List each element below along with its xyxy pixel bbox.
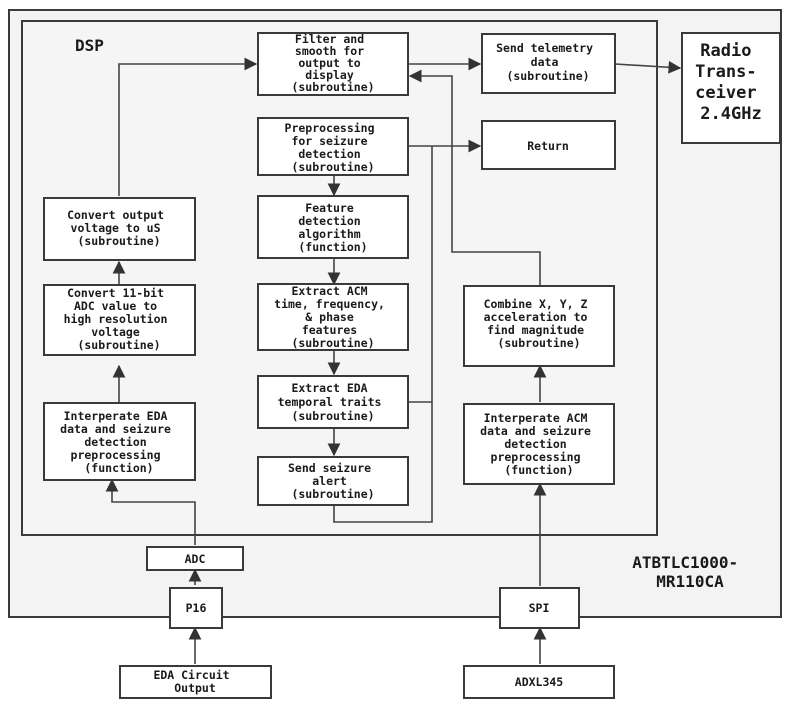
box-seizure-alert: Send seizure alert (subroutine) xyxy=(257,456,409,506)
box-convert-us: Convert output voltage to uS (subroutine… xyxy=(43,197,196,261)
chip-title: ATBTLC1000- MR110CA xyxy=(632,553,748,591)
box-telemetry: Send telemetry data (subroutine) xyxy=(481,33,616,94)
svg-text:EDA Circuit Output: EDA Circuit Output xyxy=(153,668,236,695)
box-interp-eda: Interperate EDA data and seizure detecti… xyxy=(43,402,196,481)
svg-text:ADC: ADC xyxy=(185,552,206,566)
dsp-title: DSP xyxy=(75,36,104,55)
loop-alert-to-pre xyxy=(333,146,433,523)
svg-text:Combine X, Y, Z accelera: Combine X, Y, Z acceleration to find mag… xyxy=(484,297,595,350)
box-preprocessing: Preprocessing for seizure detection (sub… xyxy=(257,117,409,176)
svg-text:Return: Return xyxy=(527,139,569,153)
box-convert-adc: Convert 11-bit ADC value to high resolut… xyxy=(43,284,196,356)
svg-text:Extract EDA temporal tra: Extract EDA temporal traits (subroutine) xyxy=(278,381,389,423)
svg-text:Interperate ACM data and: Interperate ACM data and seizure detecti… xyxy=(480,411,598,477)
box-extract-acm: Extract ACM time, frequency, & phase fea… xyxy=(257,283,409,351)
box-eda-circuit: EDA Circuit Output xyxy=(119,665,272,699)
box-adxl345: ADXL345 xyxy=(463,665,615,699)
svg-text:Convert output voltage t: Convert output voltage to uS (subroutine… xyxy=(67,208,171,248)
svg-text:ADXL345: ADXL345 xyxy=(515,675,564,689)
box-spi: SPI xyxy=(499,587,580,629)
box-return: Return xyxy=(481,120,616,170)
svg-text:Filter and smooth for: Filter and smooth for output to display … xyxy=(291,32,374,94)
connections xyxy=(105,57,682,664)
box-interp-acm: Interperate ACM data and seizure detecti… xyxy=(463,403,615,485)
svg-text:Extract ACM time, freque: Extract ACM time, frequency, & phase fea… xyxy=(274,284,392,350)
svg-text:Send telemetry data: Send telemetry data (subroutine) xyxy=(496,41,600,83)
svg-text:Convert 11-bit ADC value: Convert 11-bit ADC value to high resolut… xyxy=(64,286,175,352)
arrow-adc-to-interp-eda xyxy=(105,478,196,545)
svg-text:P16: P16 xyxy=(186,601,207,615)
box-extract-eda: Extract EDA temporal traits (subroutine) xyxy=(257,375,409,429)
svg-text:Preprocessing for seizur: Preprocessing for seizure detection (sub… xyxy=(285,121,382,174)
svg-text:Send seizure alert: Send seizure alert (subroutine) xyxy=(288,461,378,501)
box-p16: P16 xyxy=(169,587,223,629)
svg-text:Radio Trans- ceive: Radio Trans- ceiver 2.4GHz xyxy=(695,41,767,124)
arrow-combine-to-filter xyxy=(408,69,541,285)
arrow-us-to-filter xyxy=(118,57,258,196)
box-adc: ADC xyxy=(146,546,244,571)
svg-text:SPI: SPI xyxy=(529,601,550,615)
box-radio: Radio Trans- ceiver 2.4GHz xyxy=(681,32,781,144)
svg-text:Interperate EDA data and: Interperate EDA data and seizure detecti… xyxy=(60,409,178,475)
box-filter: Filter and smooth for output to display … xyxy=(257,32,409,96)
box-combine-xyz: Combine X, Y, Z acceleration to find mag… xyxy=(463,285,615,367)
box-feature-detection: Feature detection algorithm (function) xyxy=(257,195,409,259)
svg-text:Feature detection: Feature detection algorithm (function) xyxy=(298,201,367,254)
arrow-telemetry-to-radio xyxy=(614,60,682,74)
